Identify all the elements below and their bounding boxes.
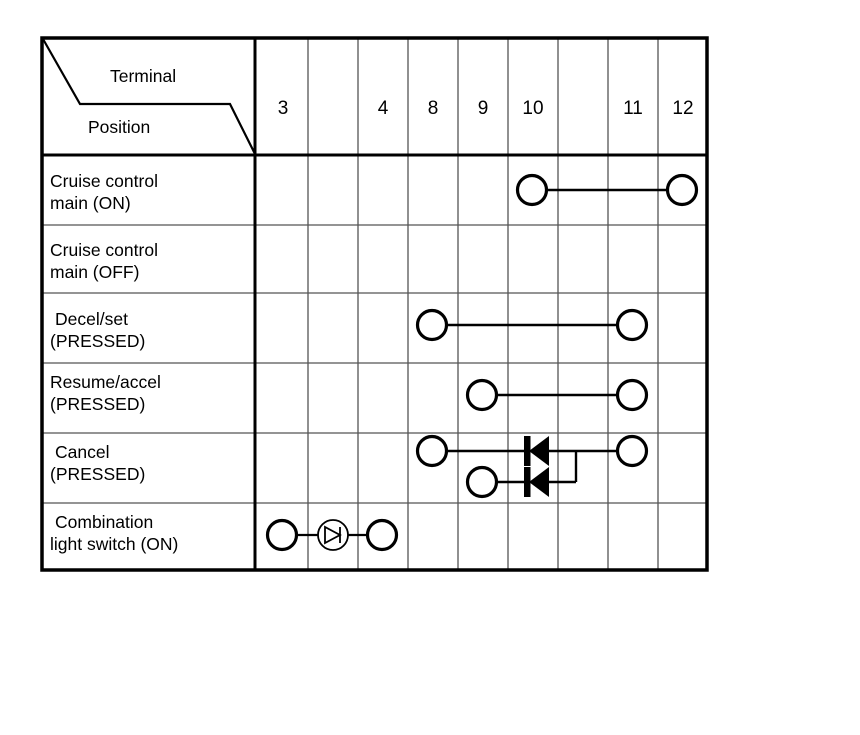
terminal-node (415, 434, 449, 468)
column-header-10: 10 (522, 98, 543, 119)
row-label-cruise-main-off: Cruise control main (OFF) (50, 240, 158, 282)
terminal-node (365, 518, 399, 552)
terminal-node (615, 378, 649, 412)
terminal-node (465, 378, 499, 412)
svg-text:Cancel: Cancel (55, 442, 109, 462)
svg-text:(PRESSED): (PRESSED) (50, 331, 145, 351)
svg-text:Combination: Combination (55, 512, 153, 532)
connection-cancel-diode-network (415, 434, 649, 499)
terminal-node (465, 465, 499, 499)
svg-text:Cruise control: Cruise control (50, 171, 158, 191)
grid-horizontal-lines (42, 224, 707, 504)
terminal-node (615, 434, 649, 468)
row-label-combination-light-switch-on: Combination light switch (ON) (50, 512, 178, 554)
column-header-8: 8 (428, 98, 439, 119)
column-header-12: 12 (672, 98, 693, 119)
column-header-11: 11 (623, 98, 643, 119)
terminal-node (265, 518, 299, 552)
svg-text:main (ON): main (ON) (50, 193, 131, 213)
terminal-node (615, 308, 649, 342)
svg-text:Cruise control: Cruise control (50, 240, 158, 260)
header-terminal-label: Terminal (110, 66, 176, 86)
svg-text:main (OFF): main (OFF) (50, 262, 139, 282)
header-diagonal-divider (42, 38, 256, 155)
diode-icon (524, 436, 549, 466)
connection-8-11 (415, 308, 649, 342)
connection-3-4-lamp (265, 518, 399, 552)
connection-9-11 (465, 378, 649, 412)
column-header-9: 9 (478, 98, 489, 119)
svg-text:light switch (ON): light switch (ON) (50, 534, 178, 554)
table-major-rules (42, 38, 707, 570)
grid-vertical-lines (307, 38, 659, 570)
terminal-node (665, 173, 699, 207)
header-position-label: Position (88, 117, 150, 137)
table-outer-border (40, 36, 709, 572)
row-label-cruise-main-on: Cruise control main (ON) (50, 171, 158, 213)
diode-icon (524, 467, 549, 497)
svg-text:(PRESSED): (PRESSED) (50, 394, 145, 414)
terminal-node (515, 173, 549, 207)
row-label-resume-accel-pressed: Resume/accel (PRESSED) (50, 372, 161, 414)
column-header-4: 4 (378, 98, 389, 119)
terminal-node (415, 308, 449, 342)
row-label-decel-set-pressed: Decel/set (PRESSED) (50, 309, 145, 351)
connection-10-12 (515, 173, 699, 207)
column-header-3: 3 (278, 98, 289, 119)
row-label-cancel-pressed: Cancel (PRESSED) (50, 442, 145, 484)
svg-text:(PRESSED): (PRESSED) (50, 464, 145, 484)
led-lamp-icon (317, 519, 349, 551)
svg-text:Decel/set: Decel/set (55, 309, 128, 329)
svg-text:Resume/accel: Resume/accel (50, 372, 161, 392)
